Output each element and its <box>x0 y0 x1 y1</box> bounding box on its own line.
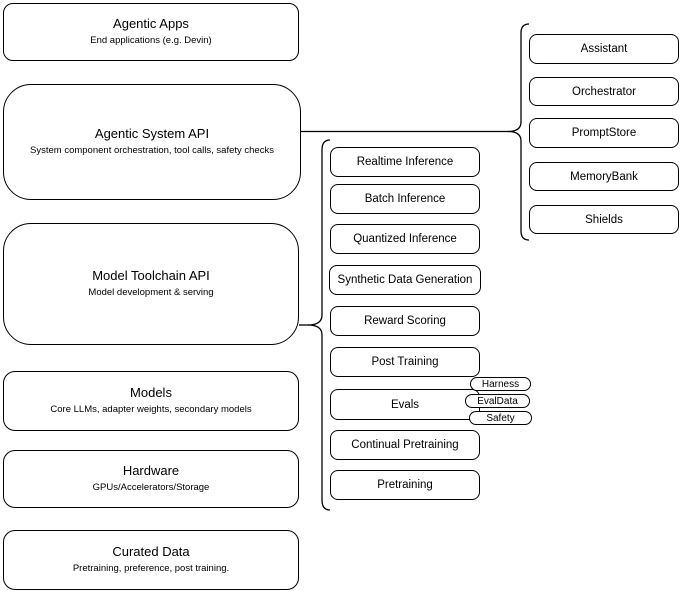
node-memorybank: MemoryBank <box>529 162 679 191</box>
layer-subtitle: GPUs/Accelerators/Storage <box>92 482 210 493</box>
node-label: Realtime Inference <box>356 156 454 168</box>
layer-title: Agentic Apps <box>113 16 189 31</box>
tag-label: Harness <box>481 378 520 390</box>
node-promptstore: PromptStore <box>529 118 679 148</box>
node-label: PromptStore <box>571 127 637 139</box>
node-pretraining: Pretraining <box>330 470 480 500</box>
tag-label: Safety <box>486 412 515 424</box>
node-quantized-inference: Quantized Inference <box>330 224 480 254</box>
node-reward-scoring: Reward Scoring <box>330 306 480 336</box>
layer-subtitle: Core LLMs, adapter weights, secondary mo… <box>50 404 252 415</box>
node-label: MemoryBank <box>570 170 638 183</box>
layer-subtitle: Pretraining, preference, post training. <box>72 563 230 574</box>
layer-title: Curated Data <box>112 544 190 559</box>
node-label: Continual Pretraining <box>351 439 459 451</box>
node-batch-inference: Batch Inference <box>330 184 480 214</box>
layer-model-toolchain-api: Model Toolchain API Model development & … <box>3 223 299 345</box>
toolchain-brace <box>307 139 331 511</box>
layer-agentic-apps: Agentic Apps End applications (e.g. Devi… <box>3 3 299 61</box>
node-shields: Shields <box>529 205 679 234</box>
layer-subtitle: End applications (e.g. Devin) <box>90 35 212 46</box>
node-continual-pretraining: Continual Pretraining <box>330 430 480 460</box>
node-synthetic-data-generation: Synthetic Data Generation <box>329 265 481 295</box>
node-label: Pretraining <box>377 479 433 491</box>
layer-title: Agentic System API <box>94 126 210 141</box>
tag-harness: Harness <box>470 377 531 391</box>
node-label: Post Training <box>371 356 439 368</box>
node-evals: Evals <box>330 389 480 420</box>
tag-evaldata: EvalData <box>465 394 530 408</box>
node-label: Synthetic Data Generation <box>337 274 473 286</box>
node-assistant: Assistant <box>529 34 679 64</box>
node-post-training: Post Training <box>330 347 480 377</box>
layer-curated-data: Curated Data Pretraining, preference, po… <box>3 530 299 590</box>
node-label: Evals <box>390 398 420 411</box>
node-label: Quantized Inference <box>353 233 457 245</box>
node-label: Batch Inference <box>364 193 446 205</box>
layer-title: Model Toolchain API <box>92 268 210 283</box>
layer-subtitle: System component orchestration, tool cal… <box>30 145 274 156</box>
layer-agentic-system-api: Agentic System API System component orch… <box>3 84 301 200</box>
node-label: Assistant <box>580 43 628 55</box>
node-label: Orchestrator <box>572 85 636 98</box>
layer-title: Hardware <box>122 463 180 478</box>
tag-label: EvalData <box>477 395 518 407</box>
layer-hardware: Hardware GPUs/Accelerators/Storage <box>3 450 299 508</box>
node-label: Reward Scoring <box>364 315 446 327</box>
node-orchestrator: Orchestrator <box>529 77 679 106</box>
node-realtime-inference: Realtime Inference <box>330 147 480 177</box>
layer-models: Models Core LLMs, adapter weights, secon… <box>3 371 299 431</box>
layer-title: Models <box>130 385 172 400</box>
layer-subtitle: Model development & serving <box>88 287 214 298</box>
node-label: Shields <box>585 213 623 226</box>
tag-safety: Safety <box>469 411 532 425</box>
system-brace <box>507 23 530 241</box>
